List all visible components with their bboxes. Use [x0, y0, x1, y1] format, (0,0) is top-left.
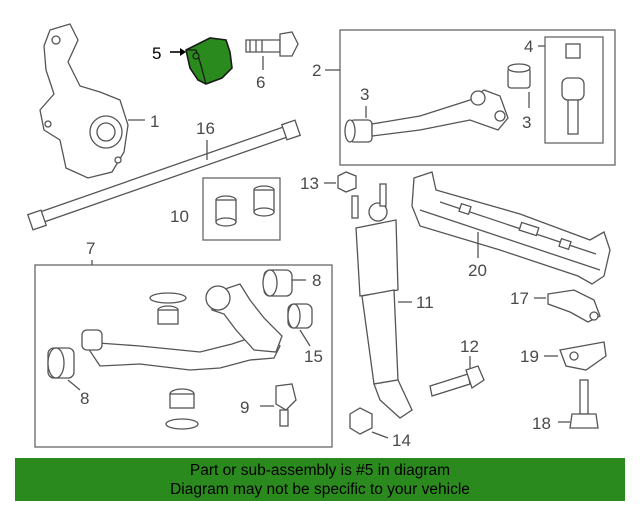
part-11-shock-absorber [351, 183, 413, 419]
callout-19: 19 [520, 347, 539, 366]
callout-8b: 8 [80, 389, 89, 408]
callout-10: 10 [170, 207, 189, 226]
part-14-nut [349, 407, 389, 439]
part-12-bolt [429, 356, 485, 397]
part-17-bracket [534, 289, 601, 323]
part-16-stabilizer-bar [26, 119, 302, 231]
part-20-crossmember [411, 171, 611, 285]
info-banner: Part or sub-assembly is #5 in diagram Di… [15, 458, 625, 501]
part-19-bracket [544, 341, 607, 371]
banner-line-1: Part or sub-assembly is #5 in diagram [189, 462, 451, 479]
steering-knuckle-part [39, 23, 145, 179]
callout-16: 16 [196, 119, 215, 138]
callout-12: 12 [460, 337, 479, 356]
callout-3b: 3 [522, 113, 531, 132]
part-6-bolt [245, 31, 299, 70]
part-10-bushings [215, 185, 275, 227]
callout-9: 9 [240, 398, 249, 417]
callout-8a: 8 [312, 271, 321, 290]
banner-line-2: Diagram may not be specific to your vehi… [170, 481, 470, 498]
callout-2: 2 [312, 61, 321, 80]
callout-1: 1 [150, 112, 159, 131]
part-13-nut [324, 171, 357, 193]
callout-7: 7 [86, 239, 95, 258]
part-2-upper-control-arm [325, 63, 531, 143]
part-4-ball-joint [538, 43, 585, 135]
ball-joint-sub-box [544, 36, 604, 144]
callout-17: 17 [510, 289, 529, 308]
callout-20: 20 [468, 261, 487, 280]
stabilizer-bushing-box [202, 177, 281, 241]
lower-control-arm-box [34, 264, 333, 448]
callout-3a: 3 [360, 85, 369, 104]
callout-13: 13 [300, 174, 319, 193]
part-5-shield-highlighted [170, 37, 233, 85]
callout-4: 4 [524, 37, 533, 56]
callout-6: 6 [256, 73, 265, 92]
callout-15: 15 [304, 347, 323, 366]
upper-control-arm-box [339, 29, 616, 166]
part-18-bolt [558, 379, 599, 429]
callout-18: 18 [532, 414, 551, 433]
part-7-lower-control-arm [47, 260, 313, 430]
callout-11: 11 [416, 293, 434, 312]
callout-5: 5 [152, 44, 161, 63]
callout-14: 14 [392, 431, 411, 450]
